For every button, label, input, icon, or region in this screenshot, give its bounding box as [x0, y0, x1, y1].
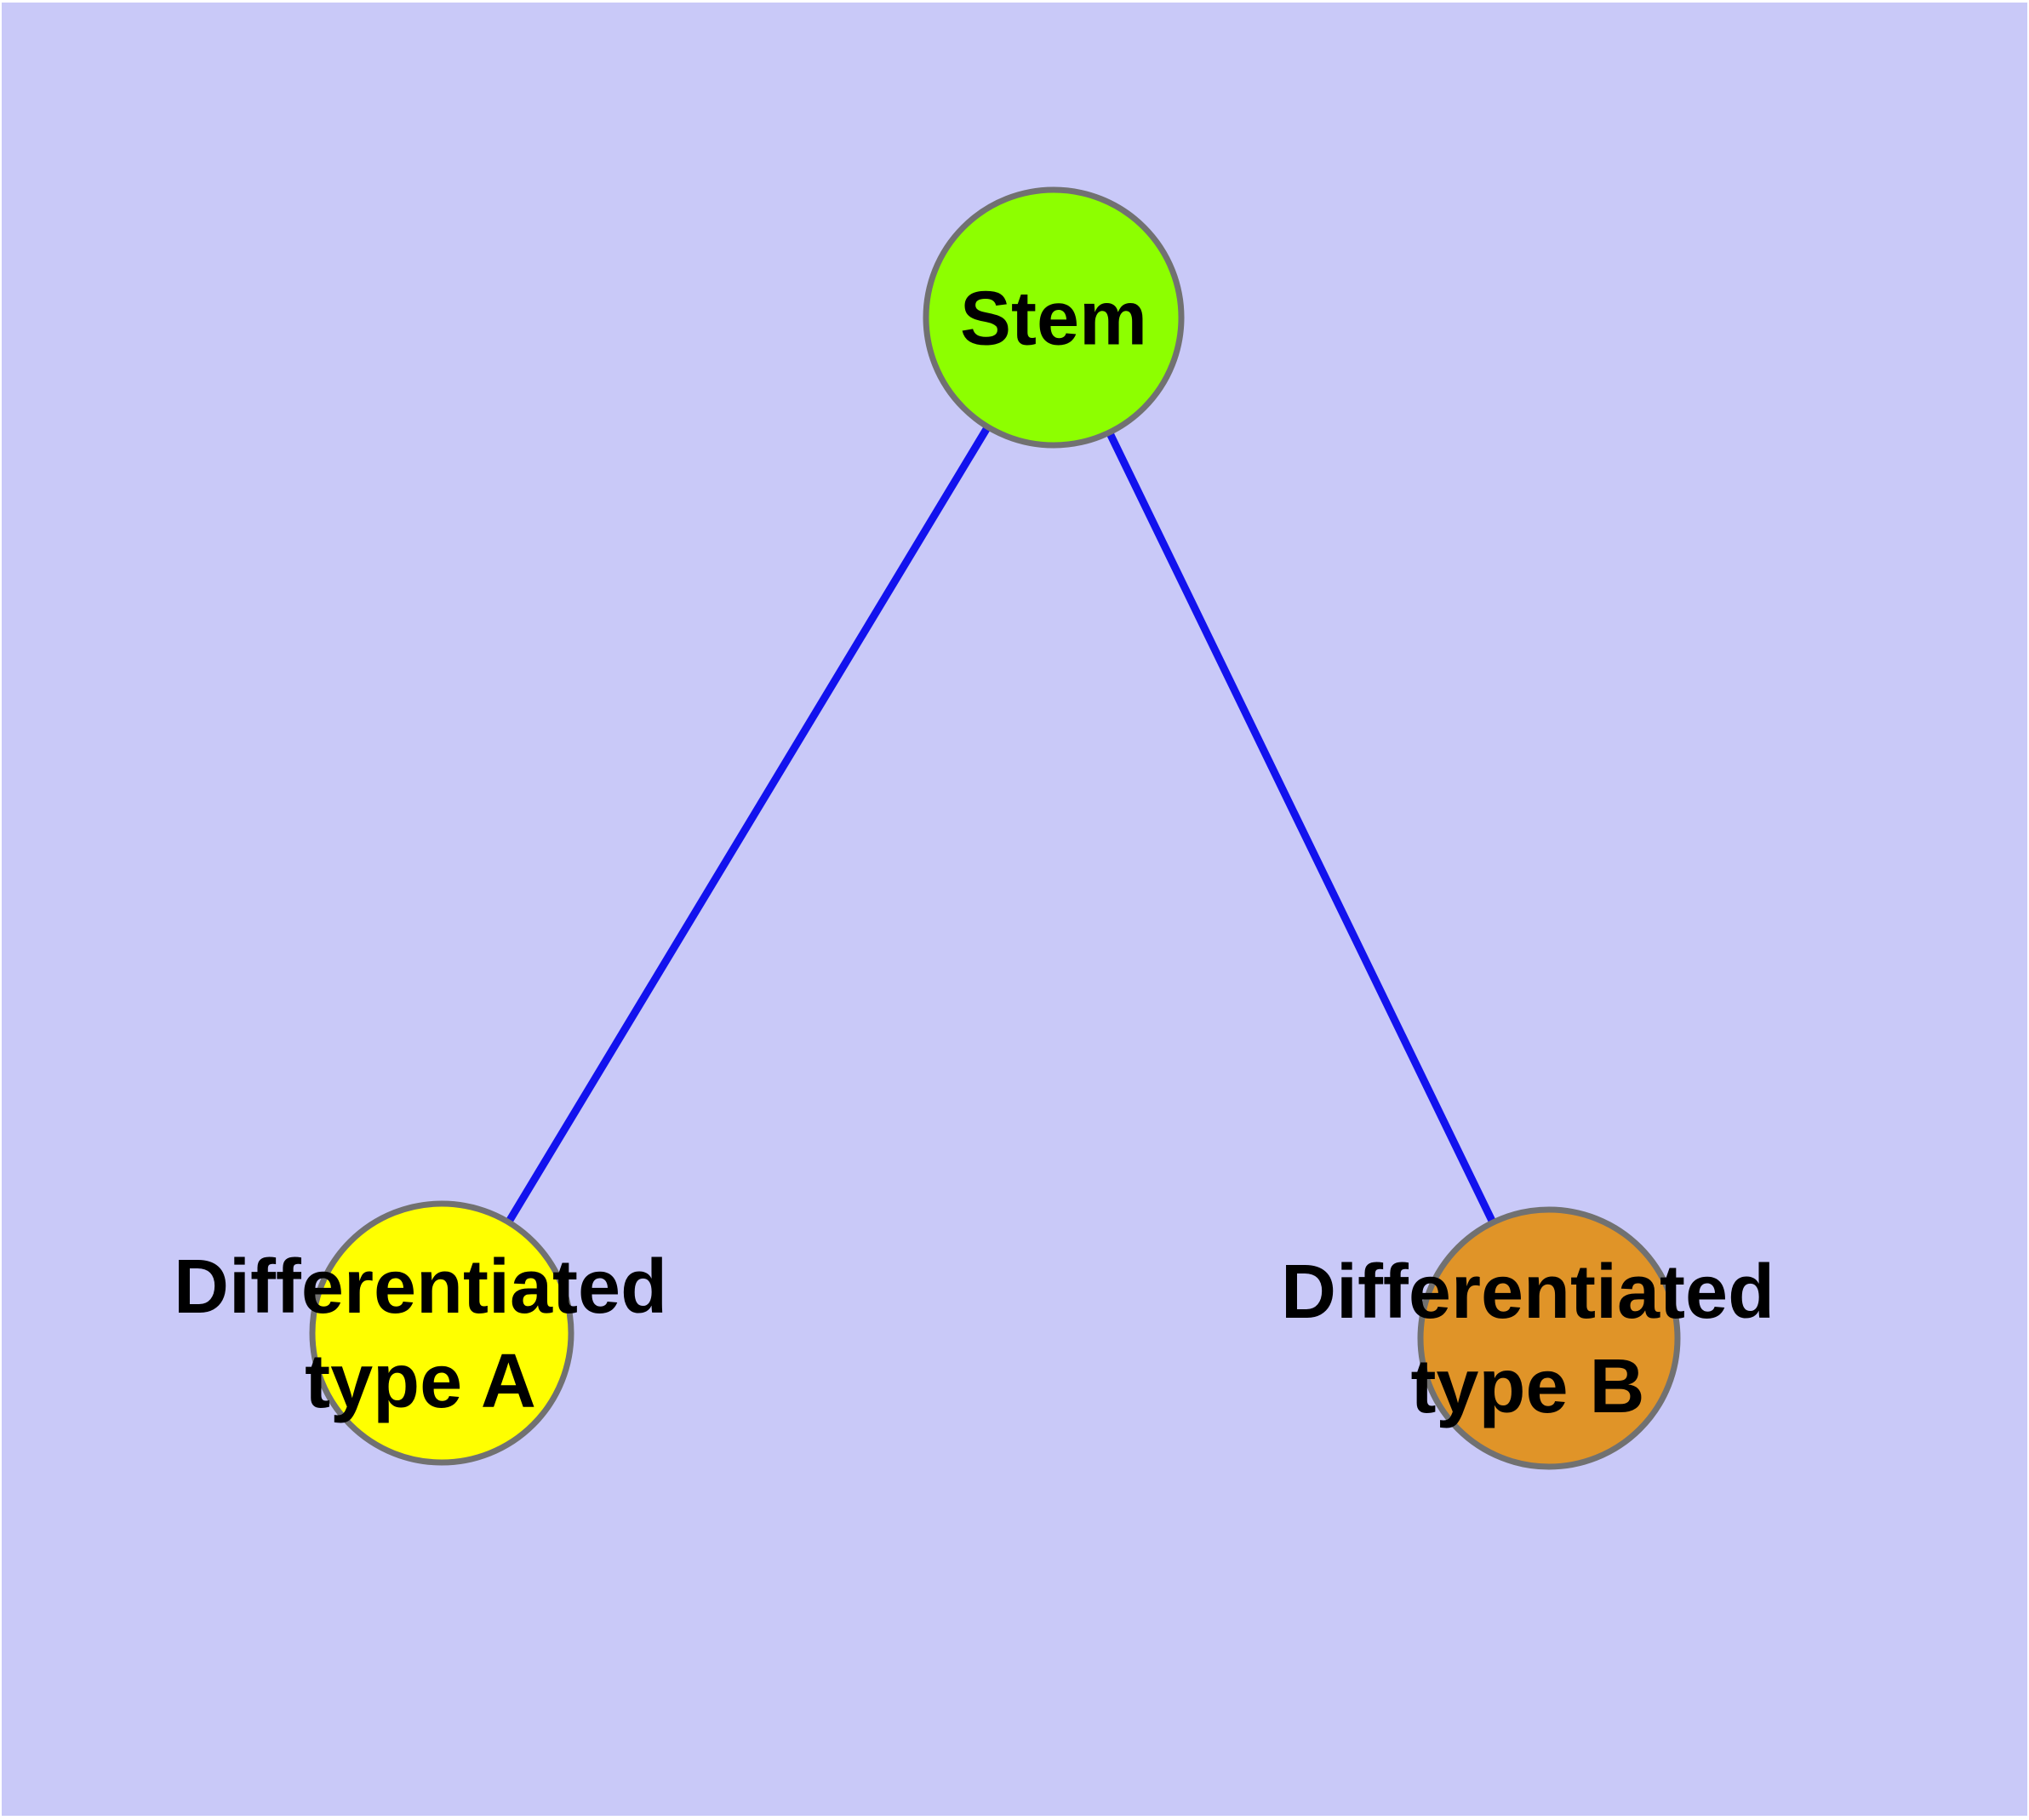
node-label-differentiated-type-b: Differentiated type B	[1280, 1250, 1775, 1429]
node-differentiated-type-a	[309, 1200, 574, 1466]
node-differentiated-type-b	[1417, 1206, 1681, 1470]
node-stem	[923, 186, 1185, 449]
edge-stem-to-type-b	[1049, 316, 1553, 1340]
node-label-stem: Stem	[959, 276, 1148, 362]
node-label-differentiated-type-a: Differentiated type A	[173, 1245, 668, 1424]
edge-stem-to-type-a	[438, 315, 1057, 1336]
